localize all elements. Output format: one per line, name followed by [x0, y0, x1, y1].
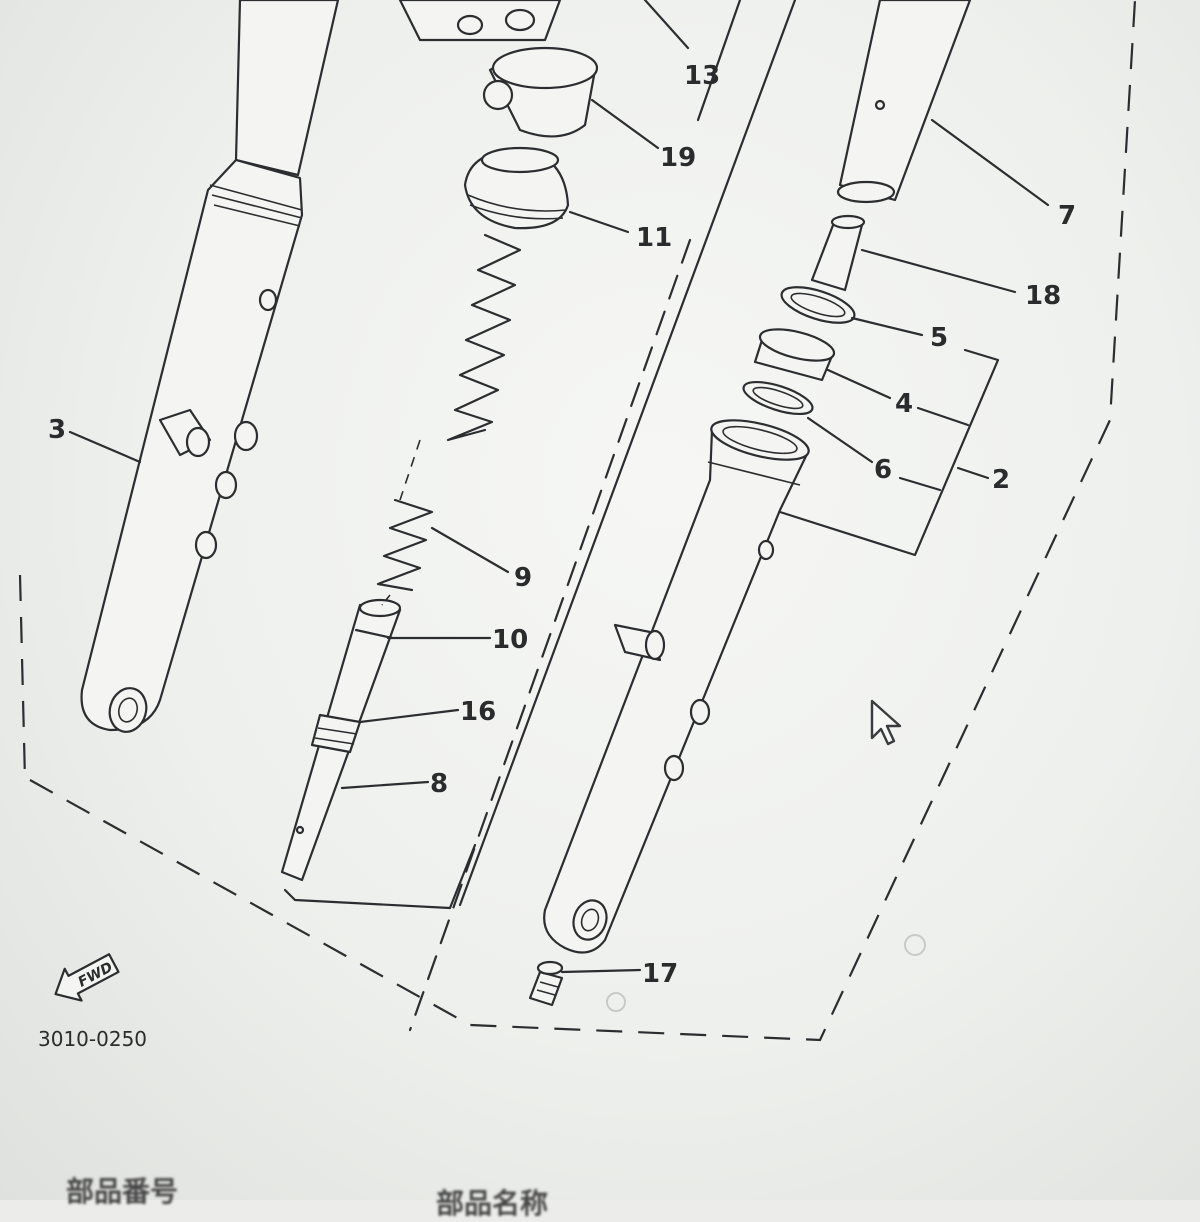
part-name-heading: 部品名称 — [436, 1187, 549, 1220]
guide-line-c — [408, 238, 692, 1032]
mouse-pointer-icon — [870, 699, 902, 746]
guide-line-a — [458, 0, 797, 907]
part-7-inner-tube — [836, 0, 972, 204]
callout-19: 19 — [660, 143, 696, 173]
screen-glare — [904, 934, 926, 956]
callout-2: 2 — [992, 465, 1010, 495]
part-19-collar — [482, 46, 599, 138]
callout-10: 10 — [492, 625, 528, 655]
callout-9: 9 — [514, 563, 532, 593]
part-18-sleeve — [810, 214, 866, 292]
callout-13: 13 — [684, 61, 720, 91]
part-4-oil-seal — [753, 328, 836, 382]
assembly-boundary — [29, 0, 1137, 1042]
callout-3: 3 — [48, 415, 66, 445]
callout-5: 5 — [930, 323, 948, 353]
callout-18: 18 — [1025, 281, 1061, 311]
part-6-clip — [742, 380, 814, 416]
part-8-damper-rod — [280, 439, 421, 882]
part-17-bolt — [528, 960, 564, 1007]
rod-assembly-bracket — [283, 843, 477, 910]
fork-top-bracket — [398, 0, 562, 42]
right-outer-tube — [543, 419, 810, 954]
guide-line-b — [696, 0, 742, 122]
callout-8: 8 — [430, 769, 448, 799]
part-9-rebound-spring — [376, 498, 434, 592]
part-5-ring — [780, 286, 856, 324]
left-outer-tube — [80, 0, 340, 733]
screen-glare — [606, 992, 626, 1012]
part-number-heading: 部品番号 — [66, 1175, 179, 1208]
callout-17: 17 — [642, 959, 678, 989]
group-bracket-2 — [778, 348, 1000, 557]
callout-7: 7 — [1058, 201, 1076, 231]
callout-16: 16 — [460, 697, 496, 727]
leader-lines — [68, 0, 1050, 974]
fwd-arrow-icon: FWD — [54, 953, 120, 1002]
assembly-boundary-left — [18, 574, 27, 781]
callout-11: 11 — [636, 223, 672, 253]
part-11-cap — [463, 146, 570, 230]
fork-spring — [446, 233, 522, 442]
drawing-code: 3010-0250 — [38, 1027, 147, 1051]
callout-6: 6 — [874, 455, 892, 485]
callout-4: 4 — [895, 389, 913, 419]
